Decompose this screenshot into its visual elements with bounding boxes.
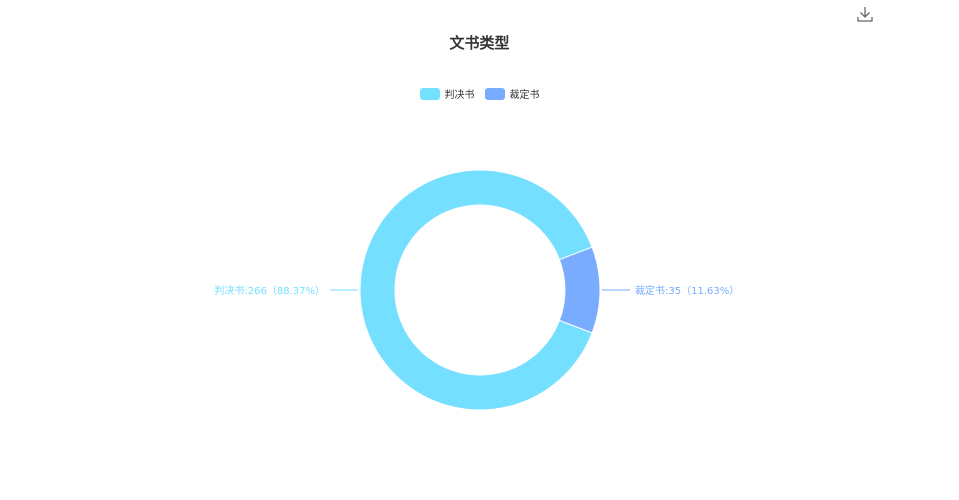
legend-item-裁定书[interactable]: 裁定书 [484,86,540,101]
legend-swatch [419,87,440,100]
legend-swatch [484,87,505,100]
chart-title: 文书类型 [449,34,510,52]
slice-label-裁定书: 裁定书:35（11.63%） [635,284,739,297]
slice-label-判决书: 判决书:266（88.37%） [214,285,325,297]
download-icon[interactable] [856,5,874,23]
legend-item-判决书[interactable]: 判决书 [419,86,475,101]
legend: 判决书 裁定书 [0,86,959,101]
legend-label: 裁定书 [509,90,540,101]
slice-裁定书[interactable] [558,246,601,334]
legend-label: 判决书 [444,90,475,101]
slice-判决书[interactable] [359,169,593,411]
